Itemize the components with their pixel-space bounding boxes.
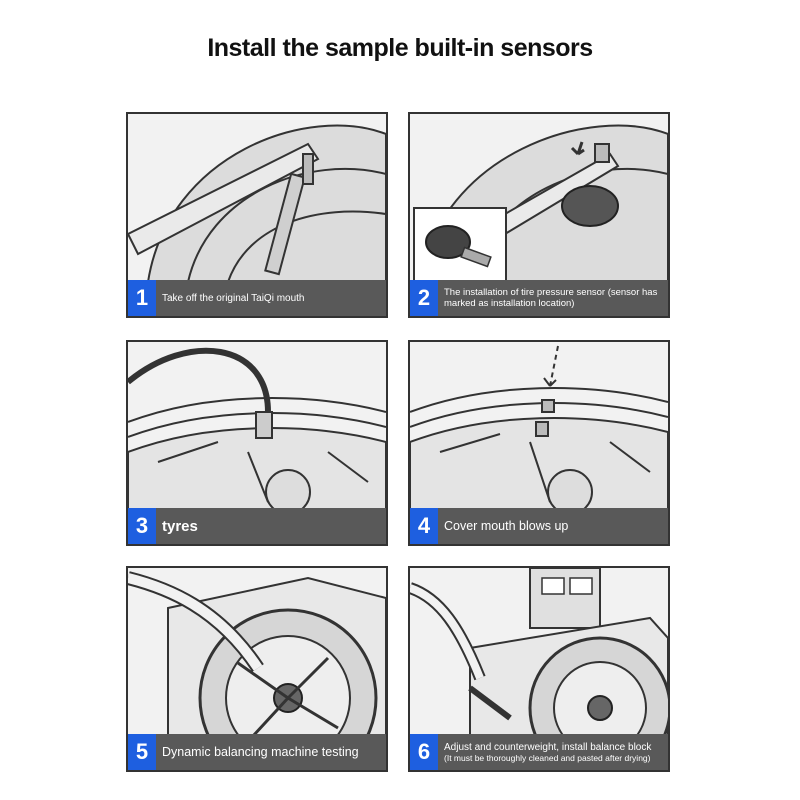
page-title: Install the sample built-in sensors	[207, 34, 593, 62]
tire-inflation-illustration	[128, 342, 386, 510]
sensor-install-illustration	[410, 114, 668, 282]
balancing-machine-illustration	[128, 568, 386, 736]
step-number-badge: 1	[128, 280, 156, 316]
step-text: Take off the original TaiQi mouth	[162, 292, 305, 304]
step-text: Dynamic balancing machine testing	[162, 744, 359, 759]
step-text-block: Adjust and counterweight, install balanc…	[438, 742, 651, 763]
step-number-badge: 3	[128, 508, 156, 544]
step-panel-5: 5 Dynamic balancing machine testing	[126, 566, 388, 772]
step-caption-2: 2 The installation of tire pressure sens…	[410, 280, 668, 316]
step-text: Cover mouth blows up	[444, 518, 569, 533]
step-panel-6: 6 Adjust and counterweight, install bala…	[408, 566, 670, 772]
step-caption-4: 4 Cover mouth blows up	[410, 508, 668, 544]
step-caption-5: 5 Dynamic balancing machine testing	[128, 734, 386, 770]
step-panel-1: 1 Take off the original TaiQi mouth	[126, 112, 388, 318]
step-caption-1: 1 Take off the original TaiQi mouth	[128, 280, 386, 316]
step-panel-2: 2 The installation of tire pressure sens…	[408, 112, 670, 318]
step-number-badge: 6	[410, 734, 438, 770]
step-number-badge: 4	[410, 508, 438, 544]
step-subtext: (It must be thoroughly cleaned and paste…	[444, 752, 651, 763]
balance-weight-illustration	[410, 568, 668, 736]
step-caption-3: 3 tyres	[128, 508, 386, 544]
step-caption-6: 6 Adjust and counterweight, install bala…	[410, 734, 668, 770]
step-panel-3: 3 tyres	[126, 340, 388, 546]
valve-cap-illustration	[410, 342, 668, 510]
step-number-badge: 5	[128, 734, 156, 770]
step-text: tyres	[162, 517, 198, 535]
tire-valve-removal-illustration	[128, 114, 386, 282]
step-panel-4: 4 Cover mouth blows up	[408, 340, 670, 546]
step-text: The installation of tire pressure sensor…	[444, 287, 658, 309]
step-number-badge: 2	[410, 280, 438, 316]
step-text: Adjust and counterweight, install balanc…	[444, 741, 652, 753]
